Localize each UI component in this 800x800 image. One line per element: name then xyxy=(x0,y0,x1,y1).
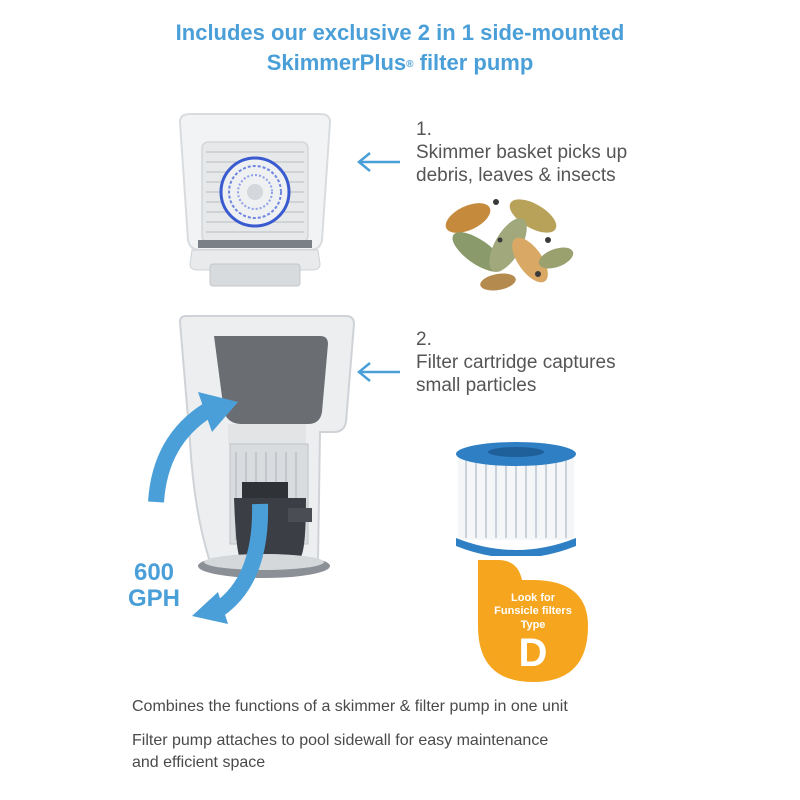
flow-rate-label: 600 GPH xyxy=(118,560,190,612)
step-2-line-1: Filter cartridge captures xyxy=(416,352,616,373)
title-suffix: filter pump xyxy=(413,50,534,75)
badge-line-1: Look for xyxy=(511,592,555,604)
arrow-left-icon xyxy=(357,152,400,172)
filter-cartridge-image xyxy=(456,442,576,556)
badge-line-2: Funsicle filters xyxy=(494,605,572,617)
skimmer-basket-image xyxy=(178,113,332,287)
page-title: Includes our exclusive 2 in 1 side-mount… xyxy=(0,18,800,78)
arrow-left-icon xyxy=(357,362,400,382)
badge-line-3: Type xyxy=(520,619,546,631)
step-1-text: 1. Skimmer basket picks up debris, leave… xyxy=(416,118,627,187)
brand-name: SkimmerPlus xyxy=(266,50,407,75)
step-1-line-2: debris, leaves & insects xyxy=(416,165,616,186)
funsicle-badge: Look for Funsicle filters Type D xyxy=(478,592,588,673)
badge-letter: D xyxy=(518,631,548,675)
title-line-2: SkimmerPlus® filter pump xyxy=(0,48,800,78)
filter-pump-cutaway-image xyxy=(178,315,356,578)
funsicle-badge-shape xyxy=(478,560,588,682)
registered-mark: ® xyxy=(406,59,414,70)
flow-rate-unit: GPH xyxy=(127,585,180,612)
leaves-insects-image xyxy=(445,199,574,291)
step-2-line-2: small particles xyxy=(416,375,537,396)
title-line-1: Includes our exclusive 2 in 1 side-mount… xyxy=(175,20,625,45)
flow-rate-value: 600 xyxy=(133,559,175,586)
feature-line-2: Filter pump attaches to pool sidewall fo… xyxy=(132,730,548,774)
step-1-line-1: Skimmer basket picks up xyxy=(416,142,628,163)
step-2-number: 2. xyxy=(416,329,432,350)
step-2-text: 2. Filter cartridge captures small parti… xyxy=(416,328,616,397)
feature-line-2b: and efficient space xyxy=(132,754,266,771)
feature-line-1: Combines the functions of a skimmer & fi… xyxy=(132,698,568,715)
feature-line-2a: Filter pump attaches to pool sidewall fo… xyxy=(132,732,549,749)
step-1-number: 1. xyxy=(416,119,432,140)
flow-arrows-icon xyxy=(148,392,269,624)
